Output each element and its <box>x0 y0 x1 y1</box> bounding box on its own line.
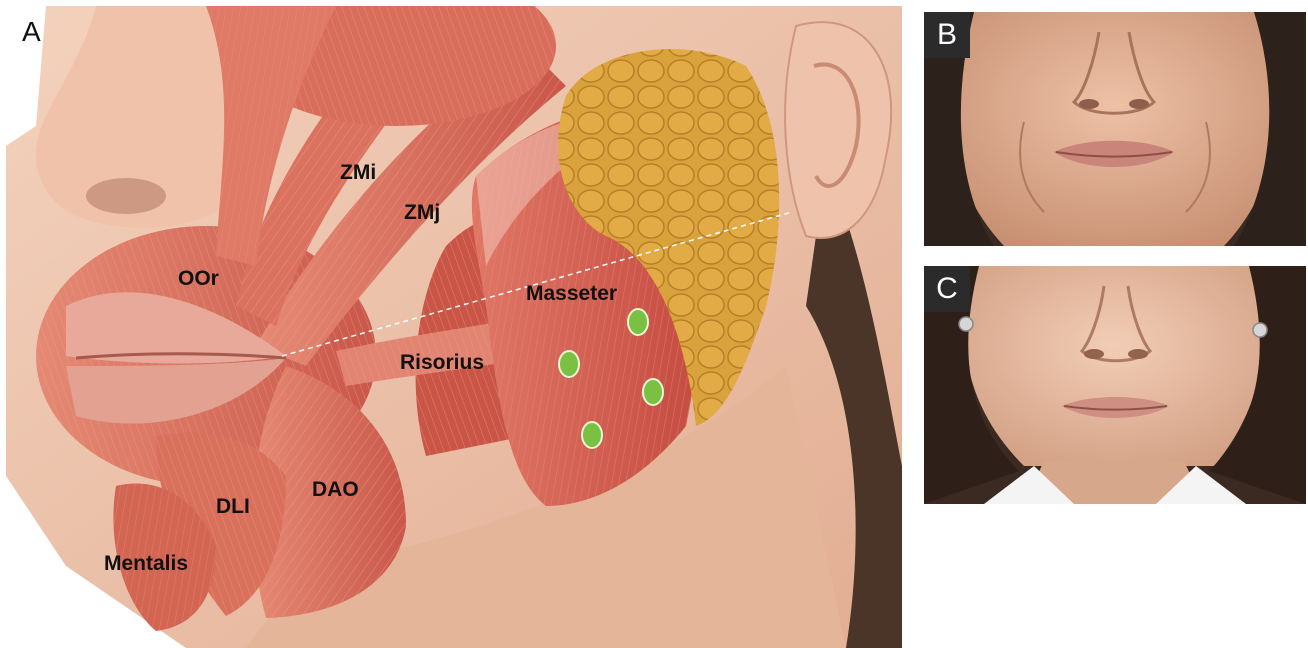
face-photo-b <box>924 12 1306 246</box>
injection-point <box>559 351 579 377</box>
panel-b-letter: B <box>924 12 970 58</box>
face-photo-c <box>924 266 1306 504</box>
injection-point <box>628 309 648 335</box>
label-mentalis: Mentalis <box>104 553 188 574</box>
label-risorius: Risorius <box>400 352 484 373</box>
patient-photo-b: B <box>924 12 1306 246</box>
anatomy-illustration-panel: A ZMi ZMj OOr Masseter Risorius DAO DLI … <box>6 6 902 648</box>
label-zmi: ZMi <box>340 162 376 183</box>
injection-point <box>582 422 602 448</box>
panel-a-letter: A <box>22 18 41 46</box>
panel-c-letter: C <box>924 266 970 312</box>
label-oor: OOr <box>178 268 219 289</box>
label-zmj: ZMj <box>404 202 440 223</box>
label-masseter: Masseter <box>526 283 617 304</box>
patient-photo-c: C <box>924 266 1306 504</box>
label-dao: DAO <box>312 479 359 500</box>
label-dli: DLI <box>216 496 250 517</box>
injection-point <box>643 379 663 405</box>
